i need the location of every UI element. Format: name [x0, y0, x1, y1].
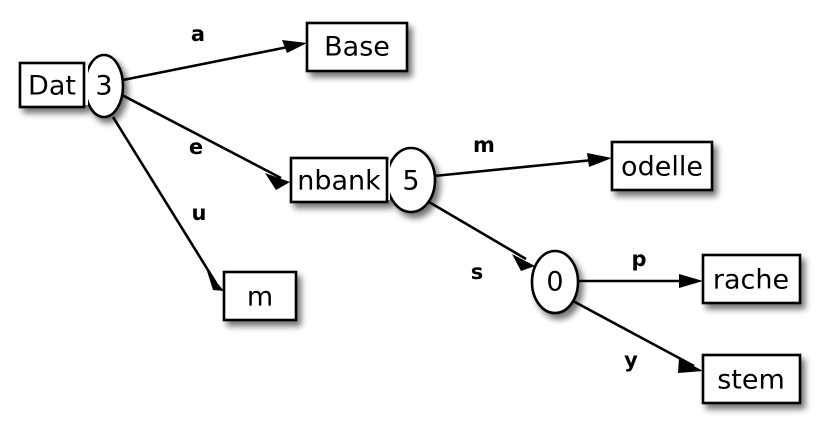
edge-s-label: s	[471, 260, 484, 284]
edge-s-line	[428, 200, 527, 261]
node-rache[interactable]: rache	[701, 253, 802, 305]
edge-y: y	[572, 299, 703, 373]
edge-a: a	[122, 22, 307, 82]
node-nbank-ellipse-label: 5	[402, 166, 419, 197]
edge-u-line	[111, 116, 218, 284]
node-nbank-box-label: nbank	[297, 166, 381, 197]
node-base-label: Base	[324, 32, 390, 63]
edge-y-label: y	[624, 348, 638, 372]
edge-u: u	[111, 116, 224, 291]
node-stem[interactable]: stem	[701, 353, 802, 405]
node-zero-ellipse[interactable]	[530, 249, 580, 315]
node-m[interactable]: m	[222, 270, 298, 322]
node-odelle-label: odelle	[621, 152, 703, 183]
node-base-rect[interactable]	[305, 21, 409, 73]
node-base[interactable]: Base	[305, 21, 409, 73]
node-rache-label: rache	[713, 265, 789, 296]
edge-s: s	[428, 200, 535, 284]
node-nbank-rect[interactable]	[289, 156, 389, 204]
edges-layer: a e u m s	[111, 22, 703, 373]
edge-m-label: m	[473, 133, 495, 157]
edge-y-arrowhead	[678, 358, 703, 373]
edge-m-line	[433, 157, 604, 178]
edge-s-arrowhead	[512, 254, 535, 271]
edge-e-line	[121, 93, 282, 180]
edge-p: p	[578, 247, 703, 288]
edge-a-arrowhead	[282, 40, 307, 53]
edge-p-label: p	[631, 247, 646, 271]
edge-e: e	[121, 93, 290, 190]
node-nbank[interactable]: nbank 5	[289, 146, 437, 214]
node-dat-box-label: Dat	[28, 71, 76, 102]
node-stem-label: stem	[717, 365, 785, 396]
edge-u-arrowhead	[207, 271, 224, 291]
node-zero-label: 0	[546, 267, 563, 298]
node-zero[interactable]: 0	[530, 249, 580, 315]
edge-e-arrowhead	[265, 173, 290, 190]
edge-m: m	[433, 133, 612, 178]
edge-e-label: e	[189, 135, 203, 159]
edge-m-arrowhead	[587, 153, 612, 167]
nodes-layer: Dat 3 Base nbank 5 m	[18, 21, 802, 405]
node-odelle[interactable]: odelle	[610, 140, 714, 192]
edge-a-line	[122, 43, 299, 82]
node-dat-ellipse-label: 3	[95, 71, 112, 102]
node-odelle-rect[interactable]	[610, 140, 714, 192]
node-rache-rect[interactable]	[701, 253, 802, 305]
edge-y-line	[572, 299, 695, 368]
node-dat[interactable]: Dat 3	[18, 53, 125, 119]
node-m-label: m	[247, 282, 273, 313]
edge-u-label: u	[192, 201, 207, 225]
edge-p-arrowhead	[679, 274, 703, 288]
node-stem-rect[interactable]	[701, 353, 802, 405]
node-m-rect[interactable]	[222, 270, 298, 322]
edge-a-label: a	[191, 22, 205, 46]
